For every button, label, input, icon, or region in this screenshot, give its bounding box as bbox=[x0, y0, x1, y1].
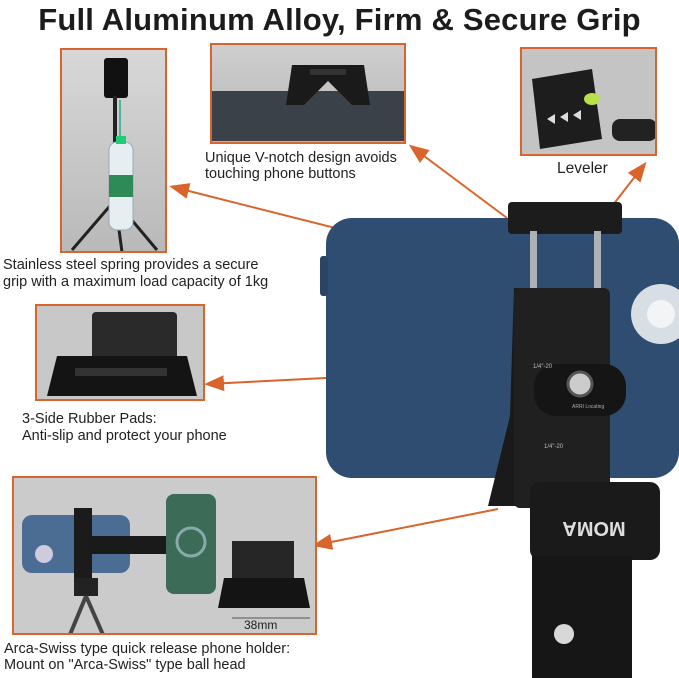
width-dimension: 38mm bbox=[244, 618, 278, 632]
leveler-caption: Leveler bbox=[557, 160, 608, 177]
pads-caption-2: Anti-slip and protect your phone bbox=[22, 428, 227, 444]
spring-caption-1: Stainless steel spring provides a secure bbox=[3, 257, 259, 273]
tripod-illustration bbox=[70, 58, 159, 251]
arca-caption-1: Arca-Swiss type quick release phone hold… bbox=[4, 641, 291, 657]
vnotch-caption-2: touching phone buttons bbox=[205, 166, 356, 182]
phone-holder-illustration: MOMA 1/4"-20 1/4"-20 ARRI Locating bbox=[320, 202, 679, 678]
rubber-pads-photo bbox=[35, 304, 205, 401]
thread-label-mid: 1/4"-20 bbox=[544, 444, 564, 450]
pads-caption-1: 3-Side Rubber Pads: bbox=[22, 411, 157, 427]
vnotch-caption-1: Unique V-notch design avoids bbox=[205, 150, 397, 166]
tripod-load-photo bbox=[60, 48, 167, 253]
arri-label: ARRI Locating bbox=[572, 404, 604, 410]
arca-swiss-photo bbox=[12, 476, 317, 635]
leveler-photo bbox=[520, 47, 657, 156]
thread-label-top: 1/4"-20 bbox=[533, 364, 553, 370]
brand-logo: MOMA bbox=[562, 517, 625, 539]
page-title: Full Aluminum Alloy, Firm & Secure Grip bbox=[38, 2, 641, 37]
spring-caption-2: grip with a maximum load capacity of 1kg bbox=[3, 274, 269, 290]
vnotch-photo bbox=[210, 43, 406, 144]
arca-caption-2: Mount on "Arca-Swiss" type ball head bbox=[4, 657, 246, 673]
